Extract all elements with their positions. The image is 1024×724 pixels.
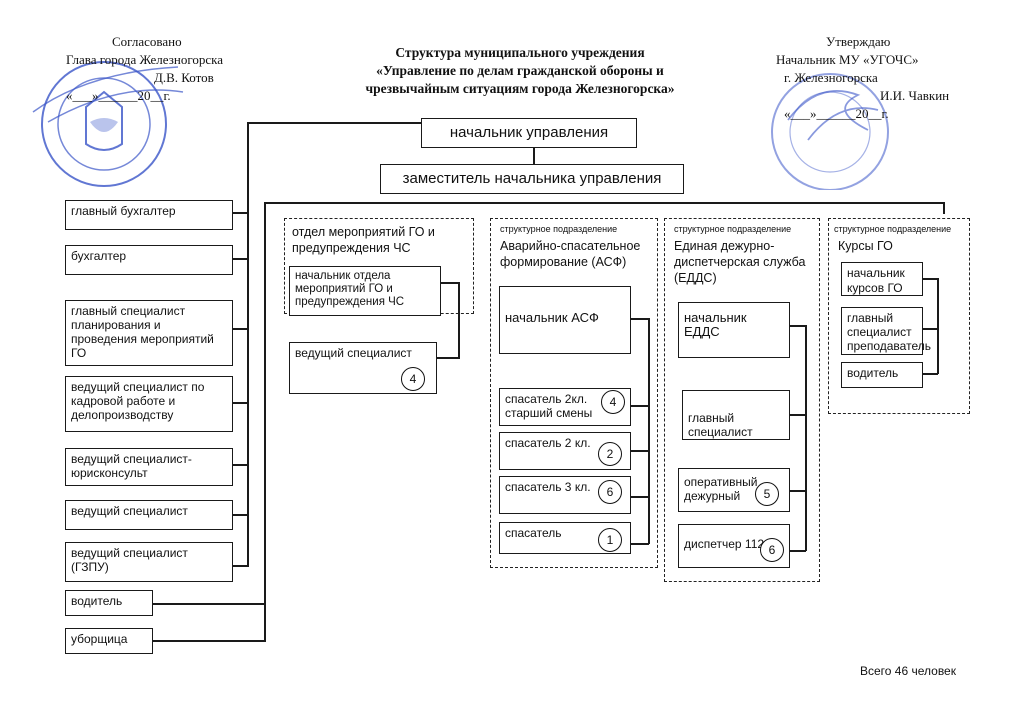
connector [943, 202, 945, 214]
title-line3: чрезвычайным ситуациям города Железногор… [365, 81, 675, 96]
courses-teacher: главный специалист преподаватель [841, 307, 931, 355]
staff-driver: водитель [65, 590, 153, 616]
total-count: Всего 46 человек [860, 664, 956, 678]
connector [152, 603, 266, 605]
staff-cleaner: уборщица [65, 628, 153, 654]
staff-go-planning-specialist: главный специалист планирования и провед… [65, 300, 233, 366]
connector [790, 414, 806, 416]
edds-role-dispatcher-count: 6 [760, 538, 784, 562]
connector [264, 202, 944, 204]
title-line1: Структура муниципального учреждения [395, 45, 645, 60]
connector [232, 464, 248, 466]
connector [631, 405, 649, 407]
connector [458, 282, 460, 358]
page-title: Структура муниципального учреждения «Упр… [330, 44, 710, 98]
asf-role-senior-title: спасатель 2кл. старший смены [505, 392, 593, 420]
courses-chief: начальник курсов ГО [841, 262, 923, 296]
staff-legal-specialist: ведущий специалист-юрисконсульт [65, 448, 233, 486]
connector [436, 357, 460, 359]
connector [790, 325, 806, 327]
connector [648, 318, 650, 544]
courses-label: структурное подразделение [834, 224, 952, 234]
approval-left-line4: «___»______20__г. [66, 88, 171, 103]
edds-role-chief-specialist-title: главный специалист [688, 411, 753, 439]
asf-role-class2-count: 2 [598, 442, 622, 466]
connector [631, 450, 649, 452]
asf-role-class2-title: спасатель 2 кл. [505, 436, 591, 450]
connector [922, 373, 938, 375]
right-seal-stamp [771, 73, 889, 190]
connector [232, 402, 248, 404]
connector [631, 543, 649, 545]
connector [631, 318, 649, 320]
connector [247, 122, 249, 567]
approval-left-line3: Д.В. Котов [154, 70, 214, 85]
connector [533, 148, 535, 164]
asf-label: структурное подразделение [500, 224, 618, 234]
dept-go-lead-count: 4 [401, 367, 425, 391]
courses-name: Курсы ГО [838, 239, 893, 253]
edds-frame [664, 218, 820, 582]
connector [264, 202, 266, 642]
asf-role-class3-count: 6 [598, 480, 622, 504]
asf-frame [490, 218, 658, 568]
edds-role-duty-officer-title: оперативный дежурный [684, 475, 758, 503]
asf-role-rescuer-title: спасатель [505, 526, 562, 540]
courses-frame [828, 218, 970, 414]
connector [232, 212, 248, 214]
connector [805, 325, 807, 551]
edds-role-dispatcher-title: диспетчер 112 [684, 537, 765, 551]
connector [922, 328, 938, 330]
staff-lead-specialist: ведущий специалист [65, 500, 233, 530]
staff-accountant: бухгалтер [65, 245, 233, 275]
approval-right-line2: Начальник МУ «УГОЧС» [776, 52, 919, 67]
head-box: начальник управления [421, 118, 637, 148]
approval-left-line1: Согласовано [112, 34, 182, 49]
connector [232, 328, 248, 330]
connector [232, 258, 248, 260]
connector [631, 496, 649, 498]
staff-hr-specialist: ведущий специалист по кадровой работе и … [65, 376, 233, 432]
connector [152, 640, 266, 642]
edds-chief: начальник ЕДДС [678, 302, 790, 358]
edds-role-duty-officer-count: 5 [755, 482, 779, 506]
approval-right-line5: «___»______20__г. [784, 106, 889, 121]
asf-name: Аварийно-спасательное формирование (АСФ) [500, 239, 641, 269]
approval-right-line3: г. Железногорска [784, 70, 878, 85]
deputy-box: заместитель начальника управления [380, 164, 684, 194]
edds-label: структурное подразделение [674, 224, 792, 234]
approval-right-line1: Утверждаю [826, 34, 891, 49]
connector [232, 514, 248, 516]
connector [790, 550, 806, 552]
asf-chief: начальник АСФ [499, 286, 631, 354]
asf-role-class3-title: спасатель 3 кл. [505, 480, 591, 494]
dept-go-lead-title: ведущий специалист [295, 346, 412, 360]
edds-name: Единая дежурно-диспетчерская служба (ЕДД… [674, 239, 806, 285]
courses-driver: водитель [841, 362, 923, 388]
connector [232, 565, 248, 567]
approval-right-line4: И.И. Чавкин [880, 88, 950, 103]
connector [790, 490, 806, 492]
staff-gzpu-specialist: ведущий специалист (ГЗПУ) [65, 542, 233, 582]
edds-role-chief-specialist: главный специалист [682, 390, 790, 440]
connector [247, 122, 421, 124]
connector [922, 278, 938, 280]
title-line2: «Управление по делам гражданской обороны… [376, 63, 664, 78]
asf-role-rescuer-count: 1 [598, 528, 622, 552]
asf-role-senior-count: 4 [601, 390, 625, 414]
left-seal-stamp [32, 61, 184, 187]
staff-chief-accountant: главный бухгалтер [65, 200, 233, 230]
connector [441, 282, 459, 284]
dept-go-name: отдел мероприятий ГО и предупреждения ЧС [292, 225, 435, 255]
dept-go-chief: начальник отдела мероприятий ГО и предуп… [289, 266, 441, 316]
approval-left-line2: Глава города Железногорска [66, 52, 223, 67]
connector [937, 278, 939, 374]
